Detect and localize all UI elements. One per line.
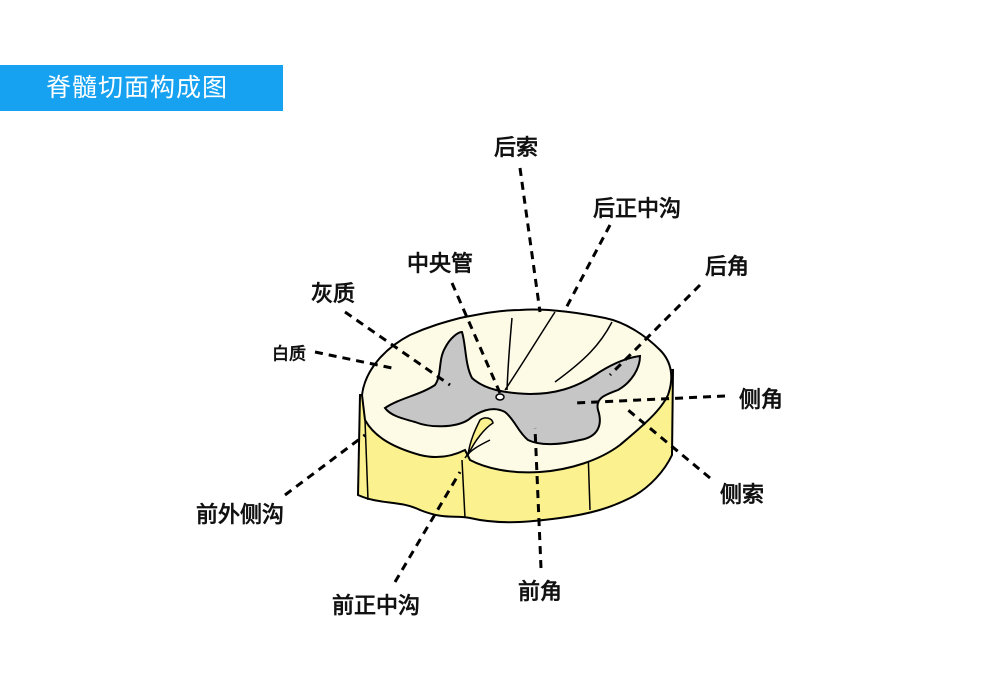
leader-line	[393, 471, 462, 583]
leader-line	[344, 310, 451, 387]
leader-line	[608, 283, 702, 377]
leader-line	[563, 224, 612, 311]
leader-line	[574, 394, 726, 405]
leader-line	[533, 427, 543, 569]
leader-line	[627, 408, 711, 480]
label-posterior-horn: 后角	[704, 255, 750, 280]
label-lateral-funiculus: 侧索	[719, 483, 765, 508]
label-posterior-funiculus: 后索	[493, 136, 539, 161]
label-lateral-horn: 侧角	[738, 388, 784, 413]
label-grey-matter: 灰质	[310, 282, 356, 307]
page-title: 脊髓切面构成图	[0, 65, 283, 111]
label-white-matter: 白质	[272, 344, 306, 365]
label-anterior-horn: 前角	[517, 580, 563, 605]
anterior-fissure	[467, 417, 494, 456]
grey-matter	[383, 330, 642, 446]
label-posterior-median-sulcus: 后正中沟	[592, 197, 682, 222]
leader-lines	[284, 167, 726, 583]
central-canal	[495, 393, 505, 401]
label-central-canal: 中央管	[406, 252, 474, 277]
leader-line	[284, 433, 366, 497]
leader-line	[450, 282, 502, 394]
label-anterolateral-sulcus: 前外侧沟	[195, 503, 285, 528]
white-matter-fissures	[464, 311, 613, 459]
label-anterior-median-fissure: 前正中沟	[331, 594, 421, 619]
leader-line	[518, 167, 542, 313]
